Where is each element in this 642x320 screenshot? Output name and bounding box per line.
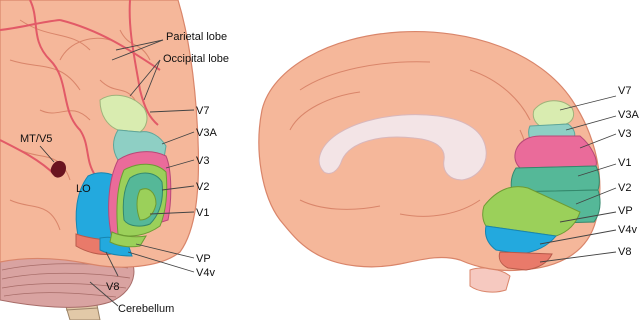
label-cerebellum: Cerebellum: [118, 303, 174, 315]
label-v7-left: V7: [196, 105, 209, 117]
label-mt-v5: MT/V5: [20, 133, 52, 145]
label-v7-right: V7: [618, 85, 631, 97]
lateral-brain-view: Parietal lobe Occipital lobe MT/V5 LO V7…: [0, 0, 229, 320]
label-parietal-lobe: Parietal lobe: [166, 31, 227, 43]
label-v8-left: V8: [106, 281, 119, 293]
medial-brain-view: V7 V3A V3 V1 V2 VP V4v V8: [259, 32, 640, 293]
label-occipital-lobe: Occipital lobe: [163, 53, 229, 65]
label-v3-right: V3: [618, 128, 631, 140]
label-v3a-right: V3A: [618, 109, 639, 121]
label-lo: LO: [76, 183, 91, 195]
label-v4v-left: V4v: [196, 267, 215, 279]
medial-brainstem: [470, 268, 510, 292]
label-v1-right: V1: [618, 157, 631, 169]
label-vp-left: VP: [196, 253, 211, 265]
label-vp-right: VP: [618, 205, 633, 217]
label-v1-left: V1: [196, 207, 209, 219]
label-v2-left: V2: [196, 181, 209, 193]
label-v3a-left: V3A: [196, 127, 217, 139]
label-v2-right: V2: [618, 182, 631, 194]
region-v3-right: [515, 136, 597, 168]
label-v8-right: V8: [618, 246, 631, 258]
label-v3-left: V3: [196, 155, 209, 167]
label-v4v-right: V4v: [618, 224, 637, 236]
region-v7-right: [533, 101, 573, 126]
